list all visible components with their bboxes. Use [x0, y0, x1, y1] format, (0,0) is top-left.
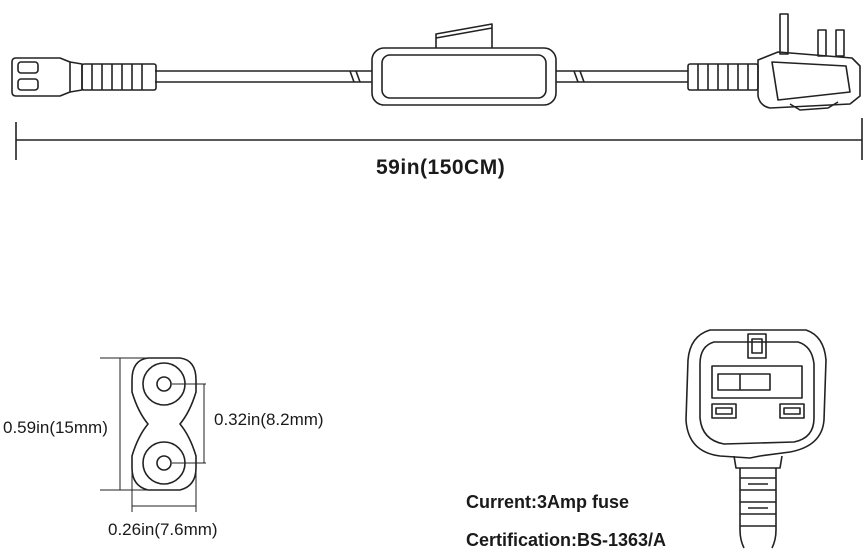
- c7-dimension-lines: [100, 357, 206, 512]
- inline-rocker-switch: [371, 23, 557, 106]
- c7-width-label: 0.26in(7.6mm): [108, 520, 218, 539]
- fuse-current-label: Current:3Amp fuse: [466, 492, 630, 512]
- c7-connector-face: [131, 357, 197, 491]
- c7-pin-spacing-label: 0.32in(8.2mm): [214, 410, 324, 429]
- uk-plug-face: [685, 329, 827, 549]
- c7-connector-side: [11, 57, 157, 97]
- certification-label: Certification:BS-1363/A: [466, 530, 667, 550]
- c7-height-label: 0.59in(15mm): [3, 418, 108, 437]
- cable-length-label: 59in(150CM): [376, 156, 506, 179]
- cable-length-dimension: [15, 118, 863, 160]
- power-cable: [155, 70, 688, 83]
- uk-plug-side: [687, 13, 861, 111]
